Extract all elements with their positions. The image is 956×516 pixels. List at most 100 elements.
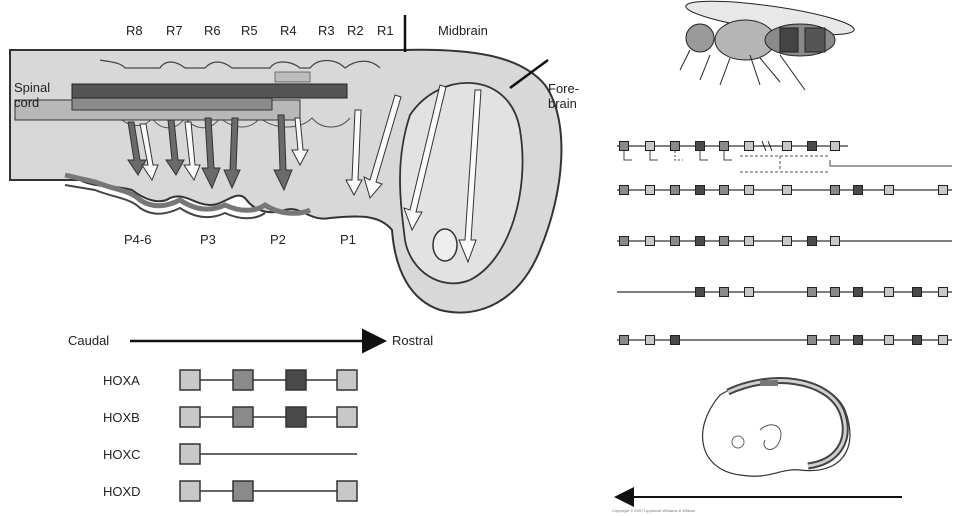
neural-crest-arrows-dark [127,114,293,192]
gene-box [670,236,680,246]
label-spinal: Spinal [14,80,50,95]
rhombomere-bulges [99,59,381,69]
gene-box [807,287,817,297]
label-forebrain-1: Fore- [548,81,579,96]
gene-box [744,185,754,195]
label-r1: R1 [377,23,394,38]
hox-gene-box [232,480,254,502]
r4-marker [274,71,311,83]
expression-bar-dark [71,83,348,99]
gene-box [884,335,894,345]
optic-vesicle [432,228,458,262]
gene-box [619,335,629,345]
label-r4: R4 [280,23,297,38]
gene-box [807,236,817,246]
gene-box [744,287,754,297]
gene-box [884,185,894,195]
gene-box [744,141,754,151]
rhombomere-labels: R8 R7 R6 R5 R4 R3 R2 R1 [126,23,394,38]
caudal-rostral-axis: Caudal Rostral [68,328,433,354]
gene-box [670,141,680,151]
label-r3: R3 [318,23,335,38]
hox-cluster-label: HOXA [103,373,140,388]
gene-box [695,236,705,246]
gene-box [719,236,729,246]
arch-labels: P4-6 P3 P2 P1 [124,232,356,247]
label-p3: P3 [200,232,216,247]
hox-gene-box [232,369,254,391]
label-cord: cord [14,95,39,110]
gene-box [807,335,817,345]
mouse-embryo-drawing [702,377,851,477]
copyright-text: Copyright © 2007 Lippincott Williams & W… [612,508,695,513]
label-p2: P2 [270,232,286,247]
embryo-hindbrain-diagram: R8 R7 R6 R5 R4 R3 R2 R1 Midbrain Fore- b… [9,15,579,314]
gene-box [645,335,655,345]
hox-cluster-label: HOXD [103,484,141,499]
gene-box [719,287,729,297]
gene-box [830,185,840,195]
neural-crest-arrows-light [139,84,482,264]
hox-gene-box [179,480,201,502]
gene-box [912,335,922,345]
gene-box [695,185,705,195]
label-r6: R6 [204,23,221,38]
label-forebrain-2: brain [548,96,577,111]
gene-box [719,185,729,195]
gene-connector-dashed [740,155,830,173]
forebrain-pointer [509,58,549,90]
hox-gene-box [285,406,307,428]
gene-box [645,236,655,246]
label-midbrain: Midbrain [438,23,488,38]
label-r8: R8 [126,23,143,38]
gene-connector [674,151,683,161]
label-p1: P1 [340,232,356,247]
line-break-mark [761,140,773,152]
gene-box [938,287,948,297]
gene-box [830,287,840,297]
gene-box [830,236,840,246]
label-r5: R5 [241,23,258,38]
hox-gene-box [336,480,358,502]
gene-box [670,185,680,195]
gene-box [695,141,705,151]
gene-box [619,236,629,246]
gene-connector [649,151,658,161]
gene-box [782,236,792,246]
gene-box [853,185,863,195]
hox-cluster-label: HOXC [103,447,141,462]
fruit-fly-drawing [679,0,855,91]
gene-box [830,141,840,151]
hox-gene-box [232,406,254,428]
gene-box [670,335,680,345]
hox-gene-box [179,369,201,391]
gene-box [782,141,792,151]
gene-connector [829,160,952,167]
hox-cluster-label: HOXB [103,410,140,425]
hox-gene-box [179,406,201,428]
gene-box [782,185,792,195]
gene-box [695,287,705,297]
label-p4-6: P4-6 [124,232,151,247]
gene-box [830,335,840,345]
label-r2: R2 [347,23,364,38]
pharyngeal-arch-stroke [64,184,266,220]
gene-box [853,287,863,297]
hox-gene-box [336,369,358,391]
gene-box [645,141,655,151]
gene-connector [623,151,632,161]
label-r7: R7 [166,23,183,38]
gene-box [744,236,754,246]
gene-box [853,335,863,345]
hox-gene-box [336,406,358,428]
gene-box [938,185,948,195]
hox-gene-box [179,443,201,465]
pharyngeal-arch-band [64,172,312,216]
gene-box [645,185,655,195]
gene-box [719,141,729,151]
gene-box [619,185,629,195]
gene-connector [699,151,708,161]
gene-box [807,141,817,151]
label-rostral: Rostral [392,333,433,348]
